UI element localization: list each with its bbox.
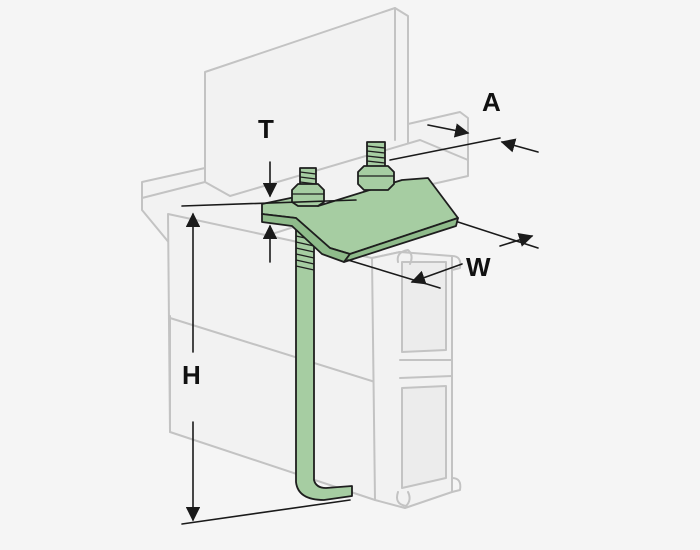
strut-channel <box>167 213 462 509</box>
strut-side-face <box>167 213 401 501</box>
front-nut <box>291 183 325 207</box>
j-hook-shaft <box>295 227 353 501</box>
rear-nut <box>357 165 395 191</box>
dim-label-t: T <box>258 114 274 144</box>
dimension-t: T <box>258 114 278 263</box>
dimension-h: H <box>181 199 357 525</box>
j-hook-rod <box>295 227 353 501</box>
dim-a-extension <box>389 137 501 161</box>
strut-slot-lower <box>401 385 447 489</box>
strut-slot-upper <box>401 261 447 353</box>
dim-label-w: W <box>466 252 491 282</box>
dimension-a: A <box>389 87 539 161</box>
clamp-plate <box>261 177 459 263</box>
dimension-w: W <box>347 221 539 289</box>
dim-label-a: A <box>482 87 501 117</box>
front-bolt <box>291 167 325 207</box>
rear-bolt <box>357 141 395 191</box>
dim-label-h: H <box>182 360 201 390</box>
